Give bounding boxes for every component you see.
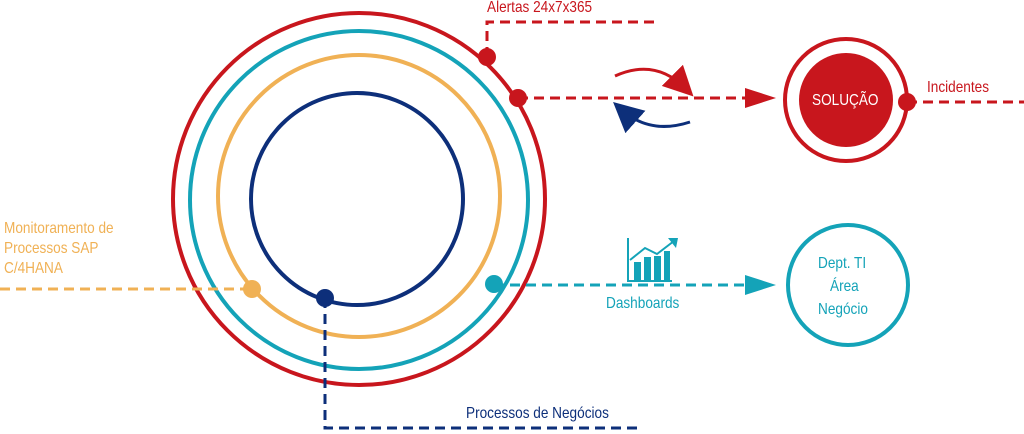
dept-arrowhead [745, 275, 776, 295]
business-line [323, 298, 640, 430]
dept-label-3: Negócio [818, 301, 868, 318]
incidents-label: Incidentes [927, 79, 989, 96]
dept-circle [786, 223, 910, 347]
solution-dot [509, 89, 527, 107]
alerts-line [485, 20, 655, 57]
monitoring-label-1: Monitoramento de [4, 220, 114, 237]
alerts-label: Alertas 24x7x365 [487, 0, 593, 16]
monitoring-dot [243, 280, 261, 298]
teal-ring [188, 29, 530, 371]
business-dot [316, 289, 334, 307]
solution-label: SOLUÇÃO [812, 92, 879, 109]
dashboards-label: Dashboards [606, 295, 680, 312]
navy-ring [249, 91, 465, 307]
business-label: Processos de Negócios [466, 405, 609, 422]
alerts-dot [478, 48, 496, 66]
red-ring [171, 11, 547, 387]
chart-growth-icon [627, 238, 678, 282]
dept-label-2: Área [830, 278, 859, 295]
incidents-dot [898, 93, 916, 111]
dept-label-1: Dept. TI [818, 255, 867, 272]
dashboards-dot [485, 275, 503, 293]
cycle-arrows-icon [613, 64, 694, 134]
orange-ring [216, 53, 502, 339]
monitoring-label-2: Processos SAP [4, 240, 99, 257]
monitoring-label-3: C/4HANA [4, 260, 63, 277]
solution-circle [799, 53, 893, 147]
solution-arrowhead [745, 88, 776, 108]
